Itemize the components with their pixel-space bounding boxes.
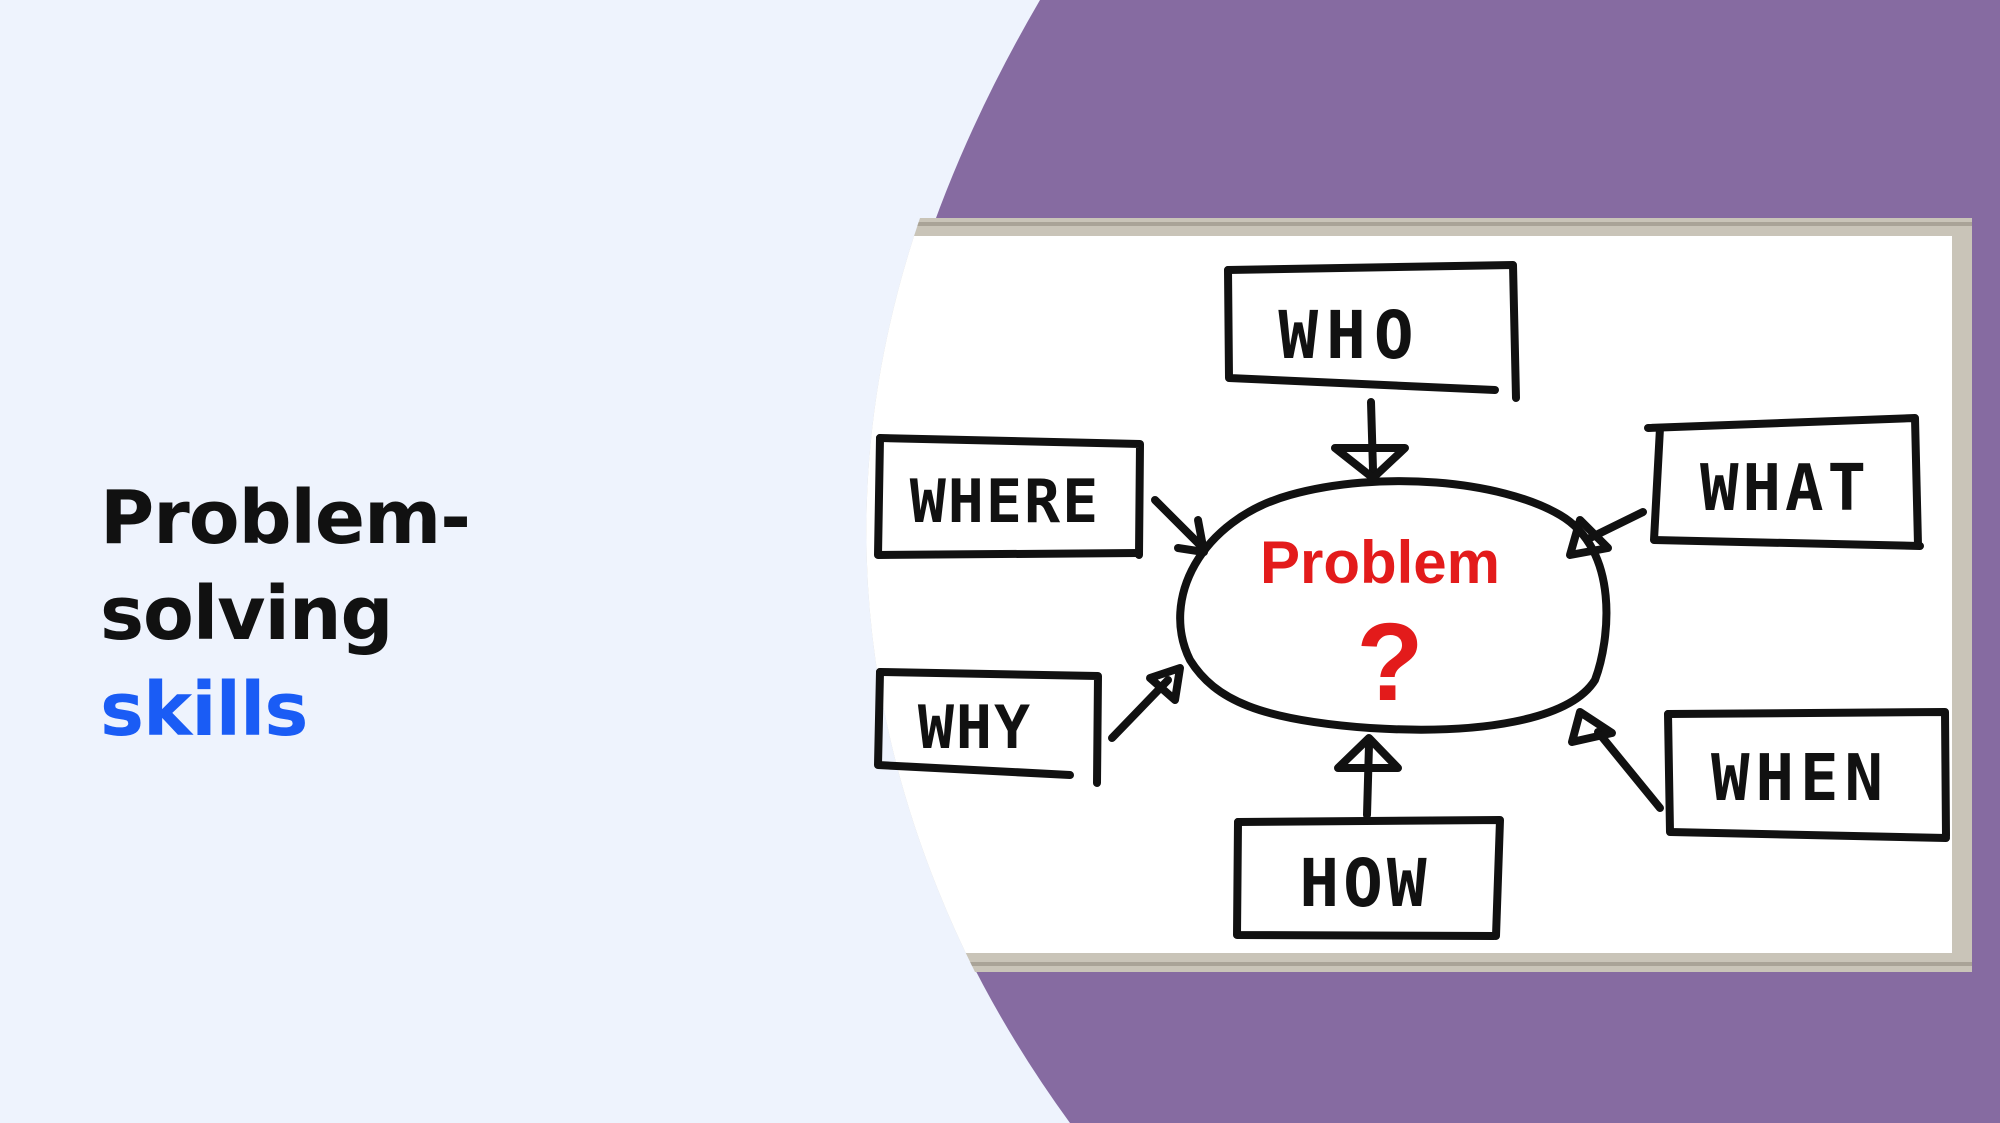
how-box bbox=[1233, 818, 1498, 940]
when-box bbox=[1664, 710, 1950, 842]
question-mark: ? bbox=[1356, 601, 1423, 724]
why-box bbox=[874, 668, 1074, 779]
arrow-who bbox=[1367, 398, 1377, 474]
problem-oval bbox=[1176, 477, 1611, 734]
arrow-how bbox=[1363, 741, 1373, 819]
arrow-where bbox=[1151, 496, 1204, 549]
how-label: HOW bbox=[1299, 845, 1430, 922]
title-line-2: skills bbox=[100, 667, 308, 753]
slide-title: Problem-solving skills bbox=[100, 470, 720, 758]
arrow-when bbox=[1594, 728, 1664, 812]
where-label: WHERE bbox=[910, 467, 1101, 537]
when-label: WHEN bbox=[1711, 742, 1889, 816]
what-label: WHAT bbox=[1700, 452, 1870, 526]
why-label: WHY bbox=[918, 693, 1032, 763]
who-label: WHO bbox=[1278, 297, 1421, 374]
who-box bbox=[1224, 261, 1520, 402]
what-box bbox=[1650, 424, 1924, 550]
where-box bbox=[874, 434, 1143, 559]
title-line-1: Problem-solving bbox=[100, 475, 471, 657]
problem-label: Problem bbox=[1260, 529, 1500, 596]
